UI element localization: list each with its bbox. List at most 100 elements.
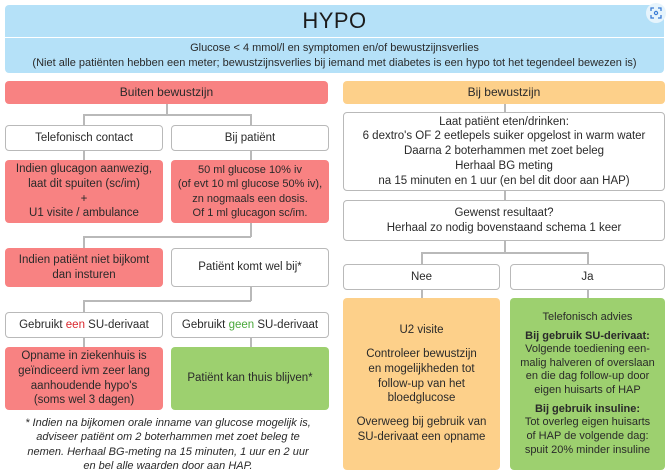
text-line: Indien patiënt niet bijkomt	[18, 253, 150, 266]
glucose-iv-action-box: 50 ml glucose 10% iv (of evt 10 ml gluco…	[171, 160, 329, 223]
connector	[421, 290, 423, 298]
connector	[83, 114, 251, 116]
no-su-box: Gebruikt geen SU-derivaat	[171, 312, 329, 338]
text-line: Indien glucagon aanwezig,	[15, 163, 153, 176]
no-branch-box: Nee	[343, 264, 500, 290]
text-line: Laat patiënt eten/drinken:	[439, 115, 569, 128]
eat-drink-instructions-box: Laat patiënt eten/drinken: 6 dextro's OF…	[343, 112, 665, 191]
connector	[250, 151, 252, 160]
text-line: zn nogmaals een dosis.	[192, 192, 308, 205]
recovers-label: Patiënt komt wel bij*	[198, 261, 302, 274]
text-line: malig halveren of overslaan	[520, 356, 655, 369]
title-banner: HYPO	[5, 5, 664, 37]
highlight-word: geen	[228, 318, 255, 331]
su-heading: Bij gebruik SU-derivaat:	[525, 329, 650, 342]
stay-home-box: Patiënt kan thuis blijven*	[171, 347, 329, 410]
unconscious-heading-label: Buiten bewustzijn	[119, 84, 214, 99]
text-line: eigen huisarts of HAP	[534, 384, 641, 396]
connector	[587, 252, 589, 264]
at-patient-label: Bij patiënt	[224, 131, 276, 144]
no-label: Nee	[410, 270, 433, 283]
connector	[250, 223, 252, 237]
box-title: U2 visite	[399, 324, 444, 337]
insulin-heading: Bij gebruik insuline:	[534, 402, 641, 415]
connector	[250, 287, 252, 301]
footnote: * Indien na bijkomen orale inname van gl…	[8, 416, 328, 473]
connector	[587, 290, 589, 298]
text-fragment: Gebruikt	[19, 318, 66, 331]
text-line: nemen. Herhaal BG-meting na 15 minuten, …	[27, 445, 309, 458]
text-line: (of evt 10 ml glucose 50% iv),	[177, 178, 323, 191]
connector	[504, 241, 506, 253]
text-line: bloedglucose	[387, 392, 456, 405]
connector	[504, 104, 506, 112]
definition-line: Glucose < 4 mmol/l en symptomen en/of be…	[190, 41, 479, 54]
text-line: en mogelijkheden tot	[368, 362, 475, 375]
definition-note: (Niet alle patiënten hebben een meter; b…	[32, 56, 637, 69]
connector	[166, 104, 168, 115]
text-fragment: SU-derivaat	[254, 318, 319, 331]
text-line: SU-derivaat een opname	[357, 430, 486, 443]
text-line: 50 ml glucose 10% iv	[198, 164, 302, 177]
text-line: Herhaal zo nodig bovenstaand schema 1 ke…	[386, 221, 622, 234]
text-line: na 15 minuten en 1 uur (en bel dit door …	[378, 174, 630, 187]
text-line: en bel alle waarden door aan HAP.	[83, 459, 253, 472]
desired-result-box: Gewenst resultaat? Herhaal zo nodig bove…	[343, 200, 665, 241]
highlight-word: een	[65, 318, 85, 331]
conscious-heading: Bij bewustzijn	[343, 81, 665, 104]
connector	[250, 114, 252, 125]
text-line: * Indien na bijkomen orale inname van gl…	[25, 417, 311, 429]
send-in-box: Indien patiënt niet bijkomt dan insturen	[5, 248, 163, 287]
yes-label: Ja	[581, 270, 594, 283]
box-title: Telefonisch advies	[542, 310, 633, 323]
text-line: adviseer patiënt om 2 boterhammen met zo…	[36, 431, 300, 444]
yes-branch-box: Ja	[510, 264, 665, 290]
text-line: aanhoudende hypo's	[30, 379, 138, 392]
text-line: of HAP de volgende dag:	[526, 429, 649, 442]
at-patient-box: Bij patiënt	[171, 125, 329, 151]
text-line: laat dit spuiten (sc/im)	[28, 177, 140, 190]
hospital-admission-box: Opname in ziekenhuis is geïndiceerd ivm …	[5, 347, 163, 410]
connector	[83, 338, 85, 347]
recovers-box: Patiënt komt wel bij*	[171, 248, 329, 287]
text-line: dan insturen	[52, 268, 116, 281]
text-line: +	[80, 192, 88, 205]
text-line: en die dag follow-up door	[525, 370, 650, 383]
definition-banner: Glucose < 4 mmol/l en symptomen en/of be…	[5, 38, 664, 73]
phone-contact-box: Telefonisch contact	[5, 125, 163, 151]
text-line: Gewenst resultaat?	[454, 206, 554, 219]
connector	[421, 252, 588, 254]
text-fragment: SU-derivaat	[84, 318, 149, 331]
connector	[250, 338, 252, 347]
text-line: Herhaal BG meting	[455, 159, 553, 172]
stay-home-label: Patiënt kan thuis blijven*	[187, 372, 313, 385]
glucagon-action-box: Indien glucagon aanwezig, laat dit spuit…	[5, 160, 163, 223]
visual-search-icon[interactable]	[646, 3, 666, 23]
connector	[421, 252, 423, 264]
text-line: U1 visite / ambulance	[29, 207, 139, 220]
connector	[83, 236, 85, 248]
text-line: Of 1 ml glucagon sc/im.	[192, 206, 308, 219]
text-line: Daarna 2 boterhammen met zoet beleg	[403, 145, 605, 158]
text-line: 6 dextro's OF 2 eetlepels suiker opgelos…	[362, 130, 646, 143]
conscious-heading-label: Bij bewustzijn	[467, 84, 541, 99]
phone-advice-box: Telefonisch advies Bij gebruik SU-deriva…	[510, 298, 665, 470]
page-title: HYPO	[302, 8, 367, 33]
text-line: Opname in ziekenhuis is	[21, 350, 147, 363]
text-line: Controleer bewustzijn	[366, 348, 477, 361]
connector	[83, 151, 85, 160]
connector	[83, 300, 85, 312]
uses-su-box: Gebruikt een SU-derivaat	[5, 312, 163, 338]
text-line: spuit 20% minder insuline	[524, 443, 651, 456]
text-line: Overweeg bij gebruik van	[356, 416, 487, 429]
connector	[83, 236, 251, 238]
unconscious-heading: Buiten bewustzijn	[5, 81, 328, 104]
text-fragment: Gebruikt	[181, 318, 229, 331]
connector	[504, 191, 506, 200]
phone-contact-label: Telefonisch contact	[35, 131, 133, 144]
text-line: follow-up van het	[378, 377, 465, 390]
connector	[83, 114, 85, 125]
text-line: Tot overleg eigen huisarts	[524, 416, 651, 429]
text-line: Volgende toediening een-	[525, 343, 650, 356]
text-line: geïndiceerd ivm zeer lang	[18, 364, 150, 377]
